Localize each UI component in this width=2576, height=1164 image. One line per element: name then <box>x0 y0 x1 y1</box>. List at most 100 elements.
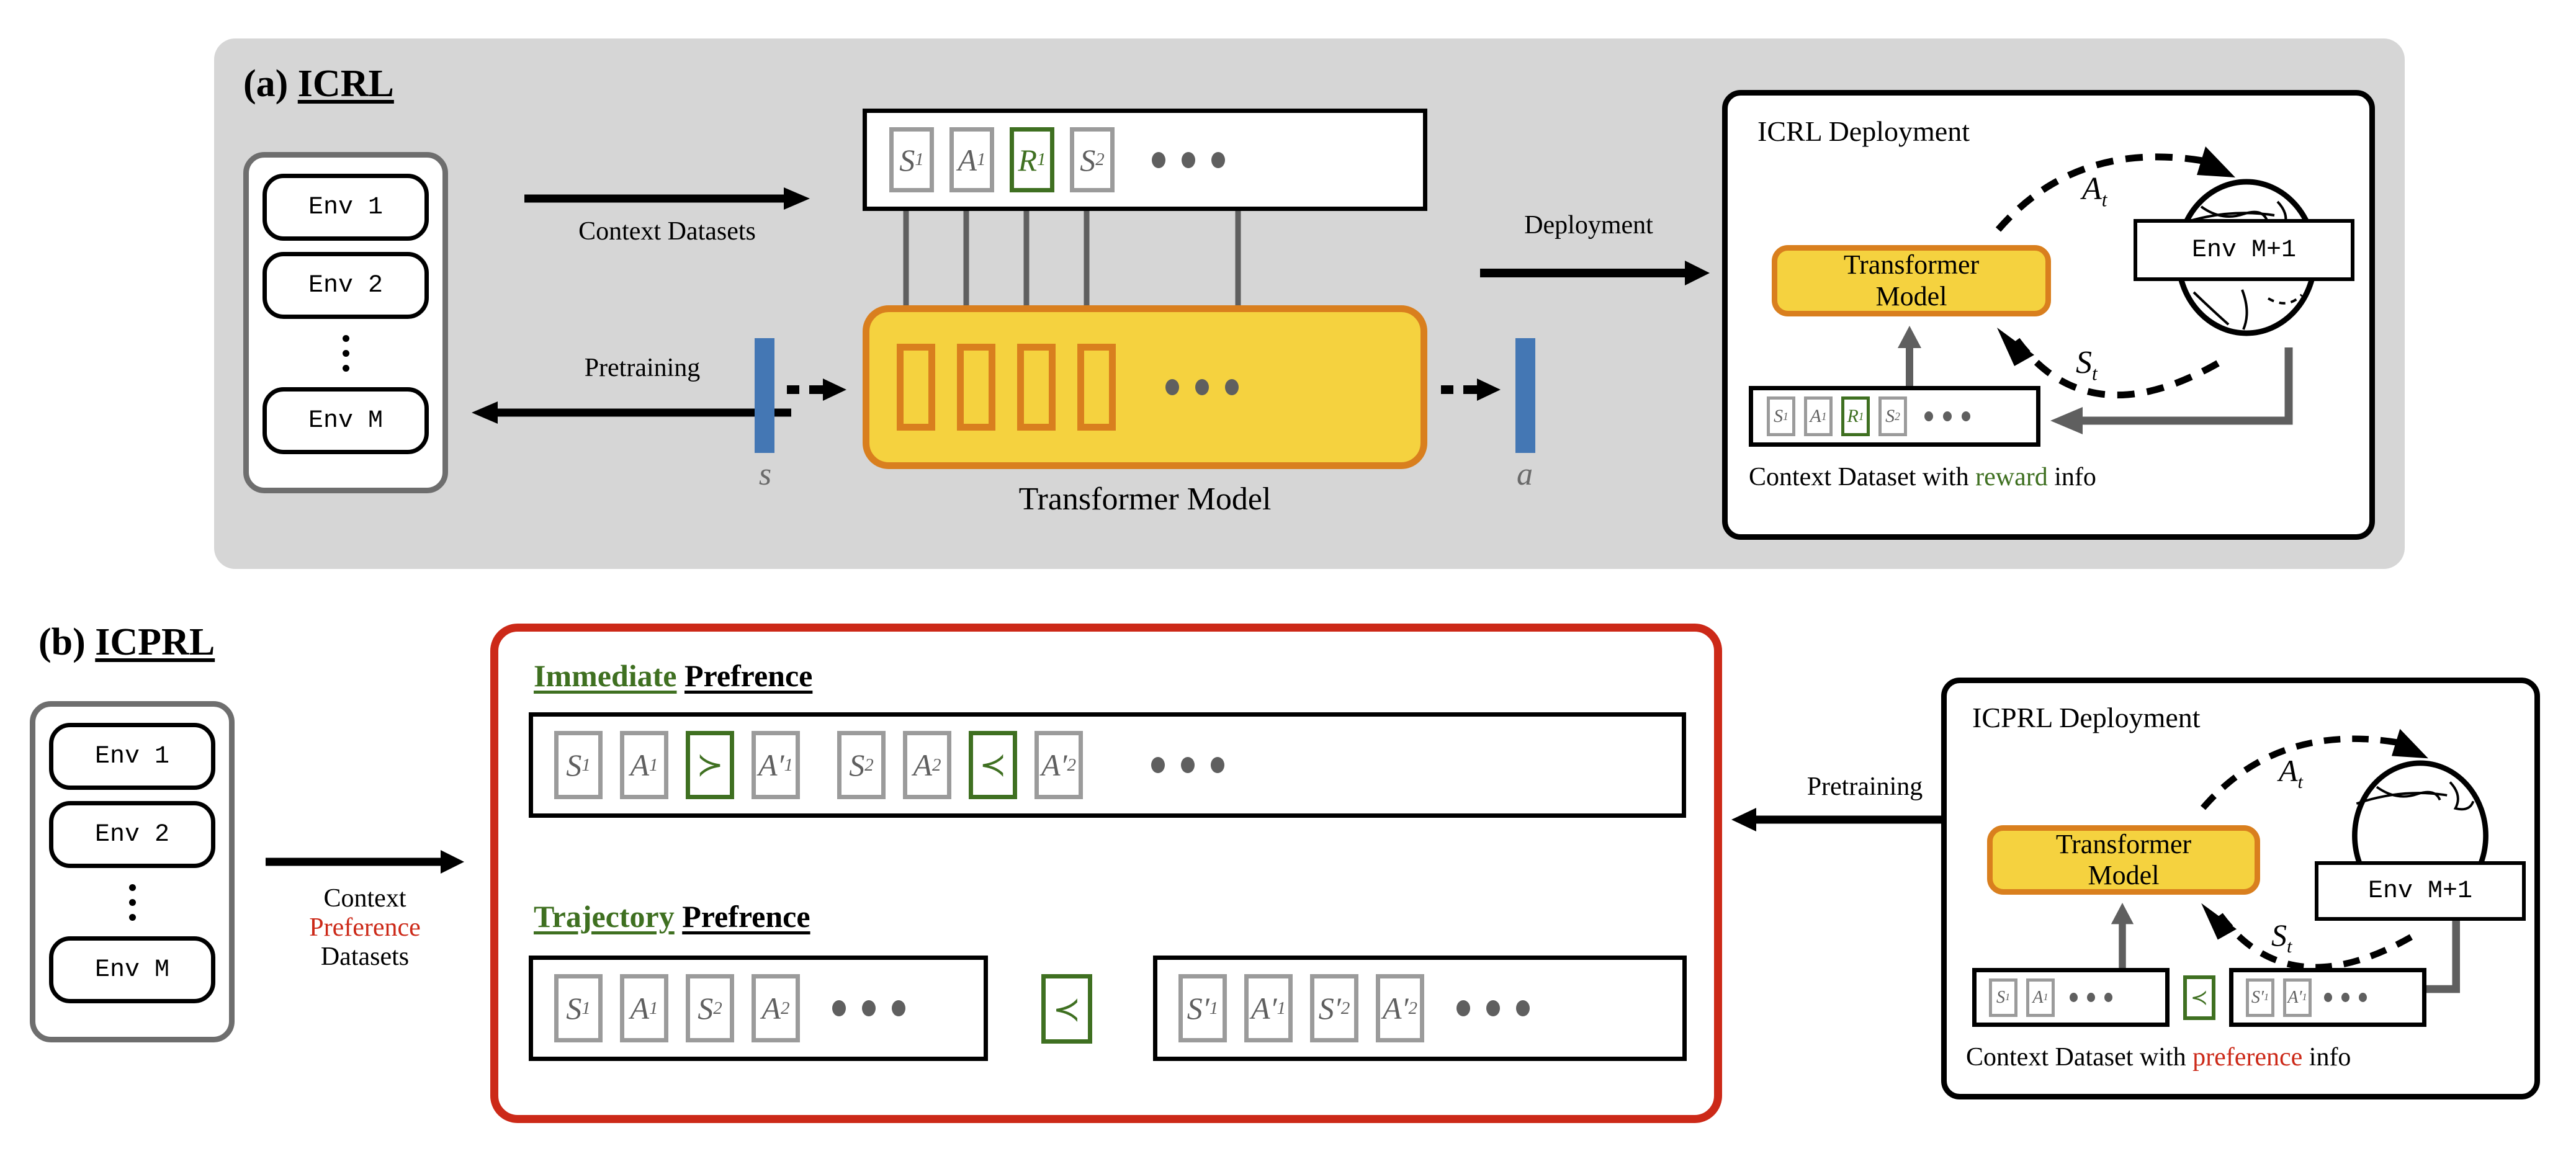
token-preference-prec: ≺ <box>969 731 1017 799</box>
token-a2-prime: A′2 <box>1376 974 1424 1042</box>
token-sub: 1 <box>581 998 591 1018</box>
token-text: A <box>758 748 778 782</box>
env-item[interactable]: Env 1 <box>49 723 215 790</box>
immediate-ellipsis-icon <box>1151 757 1224 773</box>
env-item[interactable]: Env 1 <box>263 174 429 241</box>
token-sub: 1 <box>581 754 591 775</box>
section-b-title: (b) ICPRL <box>38 620 215 665</box>
deployment-transformer-line1: Transformer <box>1843 249 1980 280</box>
token-a1-prime: A′1 <box>2283 978 2312 1017</box>
action-subscript: t <box>2101 189 2107 211</box>
token-preference-succ: ≻ <box>686 731 734 799</box>
action-vector-label: a <box>1517 457 1533 492</box>
deployment-label: Deployment <box>1524 211 1653 240</box>
action-t-label: At <box>2279 753 2303 793</box>
env-stack-ellipsis-icon <box>342 319 349 387</box>
icprl-deployment-transformer-box[interactable]: Transformer Model <box>1987 825 2260 895</box>
caption-pre: Context Dataset with <box>1966 1043 2193 1072</box>
env-item[interactable]: Env M <box>49 936 215 1003</box>
action-flow-arrow-icon <box>1995 146 2235 232</box>
icprl-context-right-strip: S′1 A′1 <box>2229 968 2426 1027</box>
token-sub: 1 <box>1209 998 1219 1018</box>
token-text: A <box>2287 987 2299 1007</box>
token-sub: 2 <box>1095 150 1105 169</box>
env-stack-icprl: Env 1 Env 2 Env M <box>30 701 235 1042</box>
env-item[interactable]: Env M <box>263 387 429 454</box>
token-text: A <box>958 142 977 177</box>
state-t-label: St <box>2076 344 2098 385</box>
env-m-plus-1-label: Env M+1 <box>2191 236 2297 264</box>
pretraining-label-icprl: Pretraining <box>1806 772 1923 801</box>
action-t-label: At <box>2082 171 2107 211</box>
token-text: S <box>566 748 582 782</box>
token-sub: 2 <box>1067 754 1076 775</box>
trajectory-compare-symbol: ≺ <box>1041 974 1092 1044</box>
token-a1-prime: A′1 <box>1244 974 1293 1042</box>
token-s1-prime: S′1 <box>2246 978 2274 1017</box>
token-sub: 1 <box>2302 992 2307 1003</box>
section-a-name: ICRL <box>297 63 394 105</box>
token-sub: 1 <box>649 754 658 775</box>
env-label: Env 2 <box>308 271 384 300</box>
token-text: S <box>1187 991 1203 1026</box>
immediate-word: Immediate <box>534 658 677 693</box>
env-stack-icrl: Env 1 Env 2 Env M <box>243 152 448 493</box>
trajectory-right-sequence-box: S′1 A′1 S′2 A′2 <box>1153 956 1687 1061</box>
deployment-transformer-box[interactable]: Transformer Model <box>1772 245 2051 316</box>
token-text: S <box>1774 406 1784 426</box>
icrl-deployment-title: ICRL Deployment <box>1757 115 1970 147</box>
env-label: Env M <box>308 406 384 435</box>
env-m-plus-1-box[interactable]: Env M+1 <box>2315 861 2526 921</box>
env-label: Env 1 <box>308 193 384 222</box>
token-s1-prime: S′1 <box>1178 974 1227 1042</box>
context-to-transformer-arrow-icon <box>2111 903 2134 968</box>
token-sub: 1 <box>649 998 658 1018</box>
deployment-transformer-line2: Model <box>1875 280 1947 311</box>
state-flow-arrow-icon <box>1997 328 2230 398</box>
token-sub: 2 <box>1340 998 1350 1018</box>
token-text: A <box>1041 748 1061 782</box>
token-text: R <box>1018 142 1038 177</box>
state-t-label: St <box>2271 917 2292 957</box>
trajectory-word: Trajectory <box>534 899 675 934</box>
context-preference-arrow-icon <box>266 850 464 874</box>
env-item[interactable]: Env 2 <box>49 801 215 868</box>
token-text: A <box>630 748 650 782</box>
env-to-context-arrow-icon <box>2050 347 2293 434</box>
token-text: S <box>899 142 915 177</box>
pretraining-arrow-icon-icrl <box>472 401 791 424</box>
env-m-plus-1-label: Env M+1 <box>2367 877 2473 905</box>
section-a-title: (a) ICRL <box>243 62 394 106</box>
compare-glyph: ≺ <box>1052 990 1081 1028</box>
token-text: A <box>2032 987 2044 1007</box>
env-m-plus-1-box[interactable]: Env M+1 <box>2134 219 2354 281</box>
token-text: S <box>1885 406 1895 426</box>
token-s2-prime: S′2 <box>1310 974 1358 1042</box>
env-label: Env M <box>94 956 170 984</box>
caption-post: info <box>2302 1043 2351 1072</box>
env-item[interactable]: Env 2 <box>263 252 429 319</box>
icrl-deployment-caption: Context Dataset with reward info <box>1749 462 2096 492</box>
strip-ellipsis-icon <box>2070 993 2112 1002</box>
action-symbol: A <box>2082 171 2102 207</box>
token-sub: 2 <box>713 998 722 1018</box>
caption-highlight: preference <box>2192 1043 2303 1072</box>
state-vector-bar <box>755 338 774 453</box>
caption-post: info <box>2047 463 2096 491</box>
context-line2-preference: Preference <box>309 913 421 942</box>
context-datasets-arrow-icon <box>524 187 810 210</box>
